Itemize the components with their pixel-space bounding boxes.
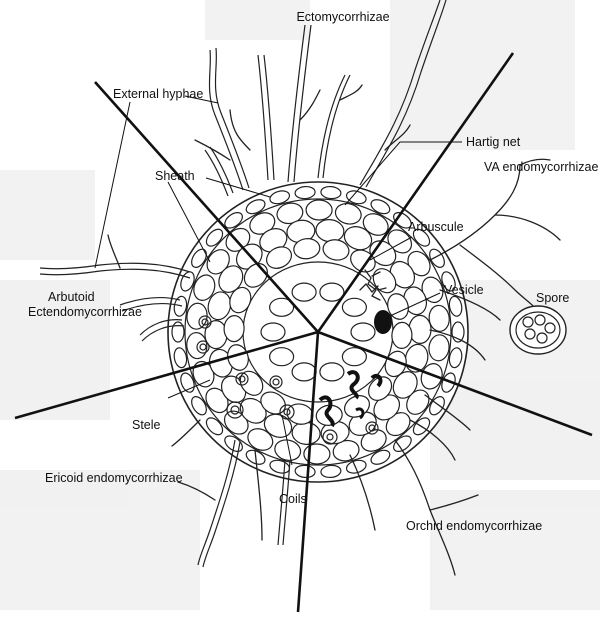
label-vesicle: Vesicle	[444, 283, 484, 297]
cortex-cell	[428, 334, 450, 362]
cortex-cell	[171, 321, 185, 343]
label-orchid-endomycorrhizae: Orchid endomycorrhizae	[406, 519, 542, 533]
cortex-cell	[294, 185, 316, 200]
cortex-cell	[441, 372, 456, 393]
label-stele: Stele	[132, 418, 161, 432]
cortex-cell	[227, 344, 249, 371]
cortex-cell	[305, 199, 333, 221]
leader-lines	[94, 95, 462, 466]
label-hartig-net: Hartig net	[466, 135, 521, 149]
cortex-cell	[404, 343, 429, 373]
stele-cell	[269, 297, 295, 317]
label-arbuscule: Arbuscule	[408, 220, 464, 234]
cortex-cell	[412, 228, 431, 247]
cortex-cell	[392, 371, 418, 399]
cortex-cell	[247, 428, 274, 451]
cortex-cell	[370, 199, 391, 215]
cortex-cell	[320, 185, 342, 200]
cortex-cell	[173, 295, 188, 317]
cortex-cell	[448, 295, 463, 317]
cortex-cell	[428, 304, 450, 332]
cortex-cell	[441, 271, 456, 292]
cortex-cell	[223, 315, 245, 343]
cortex-cell	[205, 228, 224, 247]
label-arbutoid: Arbutoid	[48, 290, 95, 304]
vesicle-arbuscule	[359, 269, 392, 334]
stele-cell	[319, 282, 345, 302]
cortex-cell	[408, 314, 432, 344]
cortex-cell	[387, 293, 409, 320]
bottom-hyphae	[171, 394, 479, 576]
stele-cell	[350, 322, 376, 342]
stele-cell	[341, 297, 367, 317]
arbutoid-hyphae	[39, 234, 191, 342]
label-sheath: Sheath	[155, 169, 195, 183]
stele-cell	[291, 362, 317, 382]
stele-cell	[319, 362, 345, 382]
cortex-cell	[224, 435, 243, 452]
stele-cell	[291, 282, 317, 302]
cortex-cell	[218, 265, 244, 293]
cortex-cell	[193, 274, 216, 301]
stele-cell	[341, 347, 367, 367]
cortex-cell	[265, 246, 293, 269]
cortex-cell	[393, 435, 412, 452]
coils	[196, 315, 383, 445]
label-coils: Coils	[279, 492, 307, 506]
cortex-cell	[322, 239, 350, 261]
cortex-cell	[345, 190, 367, 205]
cortex-cell	[191, 248, 207, 268]
cortex-cell	[384, 350, 407, 378]
ectomycorrhizal-hyphae	[194, 0, 447, 197]
label-ectendomycorrhizae: Ectendomycorrhizae	[28, 305, 142, 319]
stele-cell	[269, 347, 295, 367]
cortex-cell	[294, 464, 316, 479]
cortex-cell	[207, 291, 232, 321]
label-external-hyphae: External hyphae	[113, 87, 203, 101]
cortex-cell	[320, 464, 342, 479]
sector-lines	[14, 52, 593, 613]
cortex-cell	[274, 439, 302, 462]
cortex-cell	[269, 190, 291, 205]
label-ectomycorrhizae: Ectomycorrhizae	[296, 10, 389, 24]
cortex-cell	[180, 372, 195, 393]
spore	[509, 305, 567, 355]
cortex-cell	[224, 212, 243, 229]
cortex-cell	[293, 238, 321, 260]
cortex-cell	[420, 363, 443, 390]
stele-cell	[260, 322, 286, 342]
label-va-endomycorrhizae: VA endomycorrhizae	[484, 160, 598, 174]
cortex-cell	[173, 347, 188, 369]
cortex-cell	[334, 202, 362, 225]
label-ericoid-endomycorrhizae: Ericoid endomycorrhizae	[45, 471, 183, 485]
cortex-cell	[350, 249, 376, 273]
cortex-cell	[343, 226, 373, 251]
cortex-cell	[448, 347, 463, 369]
cortex-cell	[245, 199, 266, 215]
cortex-cell	[391, 321, 413, 349]
labels: Ectomycorrhizae External hyphae Hartig n…	[28, 10, 598, 533]
cortex-cell	[239, 397, 267, 424]
cortex-cell	[205, 417, 224, 436]
label-spore: Spore	[536, 291, 569, 305]
cortex-cell	[191, 396, 207, 416]
cortex-cell	[368, 376, 393, 401]
cortex-cell	[370, 449, 391, 465]
cortex-cell	[229, 286, 252, 314]
cortex-cell	[362, 213, 389, 236]
